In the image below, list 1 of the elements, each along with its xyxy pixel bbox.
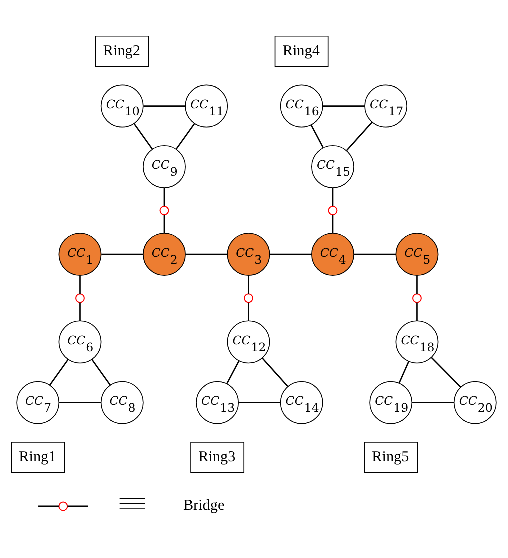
legend-label: Bridge: [183, 497, 225, 514]
